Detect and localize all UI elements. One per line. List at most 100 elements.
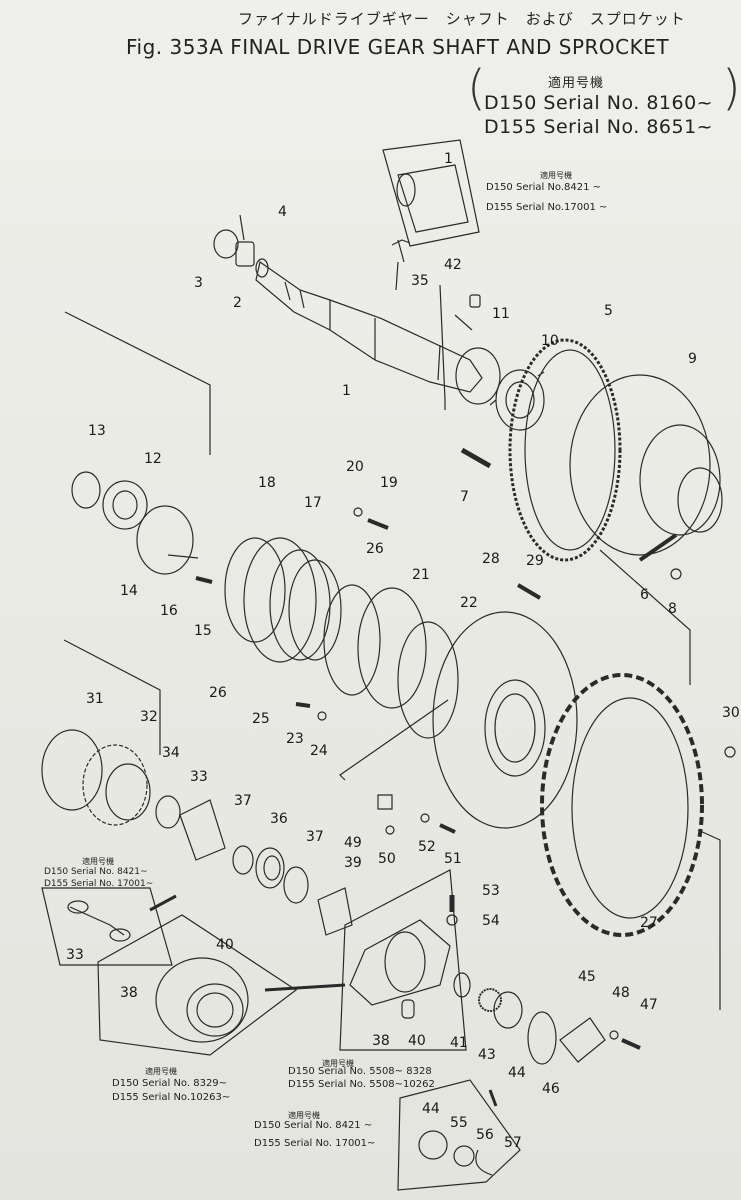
inset-hub-jp: 適用号機: [145, 1067, 177, 1076]
label-part: 40: [216, 937, 234, 953]
inset-box-housing: [340, 870, 466, 1050]
label-part: 19: [380, 475, 398, 491]
label-part: 41: [450, 1035, 468, 1051]
bolt-6: [640, 535, 676, 560]
inset-box-shaft: [383, 140, 479, 246]
label-part: 25: [252, 711, 270, 727]
pin-50: [386, 826, 394, 834]
gear-5: [510, 340, 620, 560]
label-part: 3: [194, 275, 203, 291]
seal-36: [256, 848, 284, 888]
label-part: 5: [604, 303, 613, 319]
inset-sleeve-line1: D150 Serial No. 8421~: [44, 867, 148, 877]
label-part: 21: [412, 567, 430, 583]
label-part: 53: [482, 883, 500, 899]
label-part: 56: [476, 1127, 494, 1143]
bearing-12: [103, 481, 147, 529]
bolt-19: [368, 520, 388, 528]
label-part: 38: [120, 985, 138, 1001]
seal-46: [528, 1012, 556, 1064]
bolt-15: [196, 578, 212, 582]
label-part: 33: [190, 769, 208, 785]
label-part: 1: [444, 151, 453, 167]
label-part: 6: [640, 587, 649, 603]
label-part: 44: [508, 1065, 526, 1081]
label-part: 42: [444, 257, 462, 273]
label-part: 9: [688, 351, 697, 367]
sleeve-33: [180, 800, 225, 860]
left-paren: (: [467, 60, 486, 116]
washer-52: [421, 814, 429, 822]
snap-ring-3: [214, 230, 238, 258]
washer-48: [610, 1031, 618, 1039]
hub-9: [570, 375, 722, 555]
label-part: 57: [504, 1135, 522, 1151]
label-part: 28: [482, 551, 500, 567]
label-part: 44: [422, 1101, 440, 1117]
o-ring-22: [398, 622, 458, 738]
label-part: 18: [258, 475, 276, 491]
inset-housing-line1: D150 Serial No. 5508~ 8328: [288, 1066, 432, 1077]
label-part: 7: [460, 489, 469, 505]
washer-20: [354, 508, 362, 516]
label-part: 14: [120, 583, 138, 599]
label-part: 52: [418, 839, 436, 855]
o-ring-31: [42, 730, 102, 810]
label-part: 2: [233, 295, 242, 311]
label-part: 46: [542, 1081, 560, 1097]
label-part: 11: [492, 306, 510, 322]
label-part: 55: [450, 1115, 468, 1131]
nut-30: [725, 747, 735, 757]
right-paren: ): [722, 60, 741, 116]
label-part: 45: [578, 969, 596, 985]
label-part: 26: [209, 685, 227, 701]
gear-44: [494, 992, 522, 1028]
bolt-7: [462, 450, 490, 466]
nut-2: [236, 242, 254, 266]
retainer-21: [358, 588, 426, 708]
label-part: 30: [722, 705, 740, 721]
bolt-4: [240, 215, 244, 240]
seal-assembly-17: [244, 538, 341, 662]
label-part: 49: [344, 835, 362, 851]
label-part: 4: [278, 204, 287, 220]
inset-hub-line2: D155 Serial No.10263~: [112, 1092, 231, 1103]
label-part: 34: [162, 745, 180, 761]
inset-gearset-jp: 適用号機: [288, 1111, 320, 1120]
inset-housing-jp: 適用号機: [322, 1059, 354, 1068]
label-part: 13: [88, 423, 106, 439]
label-part: 10: [541, 333, 559, 349]
snap-ring-11: [456, 348, 500, 404]
main-shaft: [256, 259, 482, 392]
label-part: 51: [444, 851, 462, 867]
label-part: 27: [640, 915, 658, 931]
label-part: 12: [144, 451, 162, 467]
washer-41: [454, 973, 470, 997]
figure-title: Fig. 353A FINAL DRIVE GEAR SHAFT AND SPR…: [126, 35, 670, 59]
inset-hub-line1: D150 Serial No. 8329~: [112, 1078, 228, 1089]
label-part: 23: [286, 731, 304, 747]
label-part: 26: [366, 541, 384, 557]
inset-gearset-line1: D150 Serial No. 8421 ~: [254, 1120, 373, 1131]
inset-box-gearset: [398, 1080, 520, 1190]
label-part: 54: [482, 913, 500, 929]
label-part: 40: [408, 1033, 426, 1049]
inset-shaft-jp: 適用号機: [540, 171, 572, 180]
serial-d150: D150 Serial No. 8160~: [484, 92, 714, 114]
japanese-title: ファイナルドライブギヤー シャフト および スプロケット: [238, 10, 686, 28]
bolt-23: [296, 704, 310, 706]
bushing-39: [318, 888, 352, 935]
hub-32: [83, 745, 150, 825]
label-part: 43: [478, 1047, 496, 1063]
ring-37b: [284, 867, 308, 903]
cover-45: [560, 1018, 605, 1062]
label-part: 20: [346, 459, 364, 475]
label-part: 37: [306, 829, 324, 845]
label-part: 37: [234, 793, 252, 809]
label-part: 16: [160, 603, 178, 619]
inset-sleeve-line2: D155 Serial No. 17001~: [44, 879, 154, 889]
bolt-51: [440, 825, 455, 832]
gear-43: [479, 989, 501, 1011]
bracket-49: [378, 795, 392, 809]
